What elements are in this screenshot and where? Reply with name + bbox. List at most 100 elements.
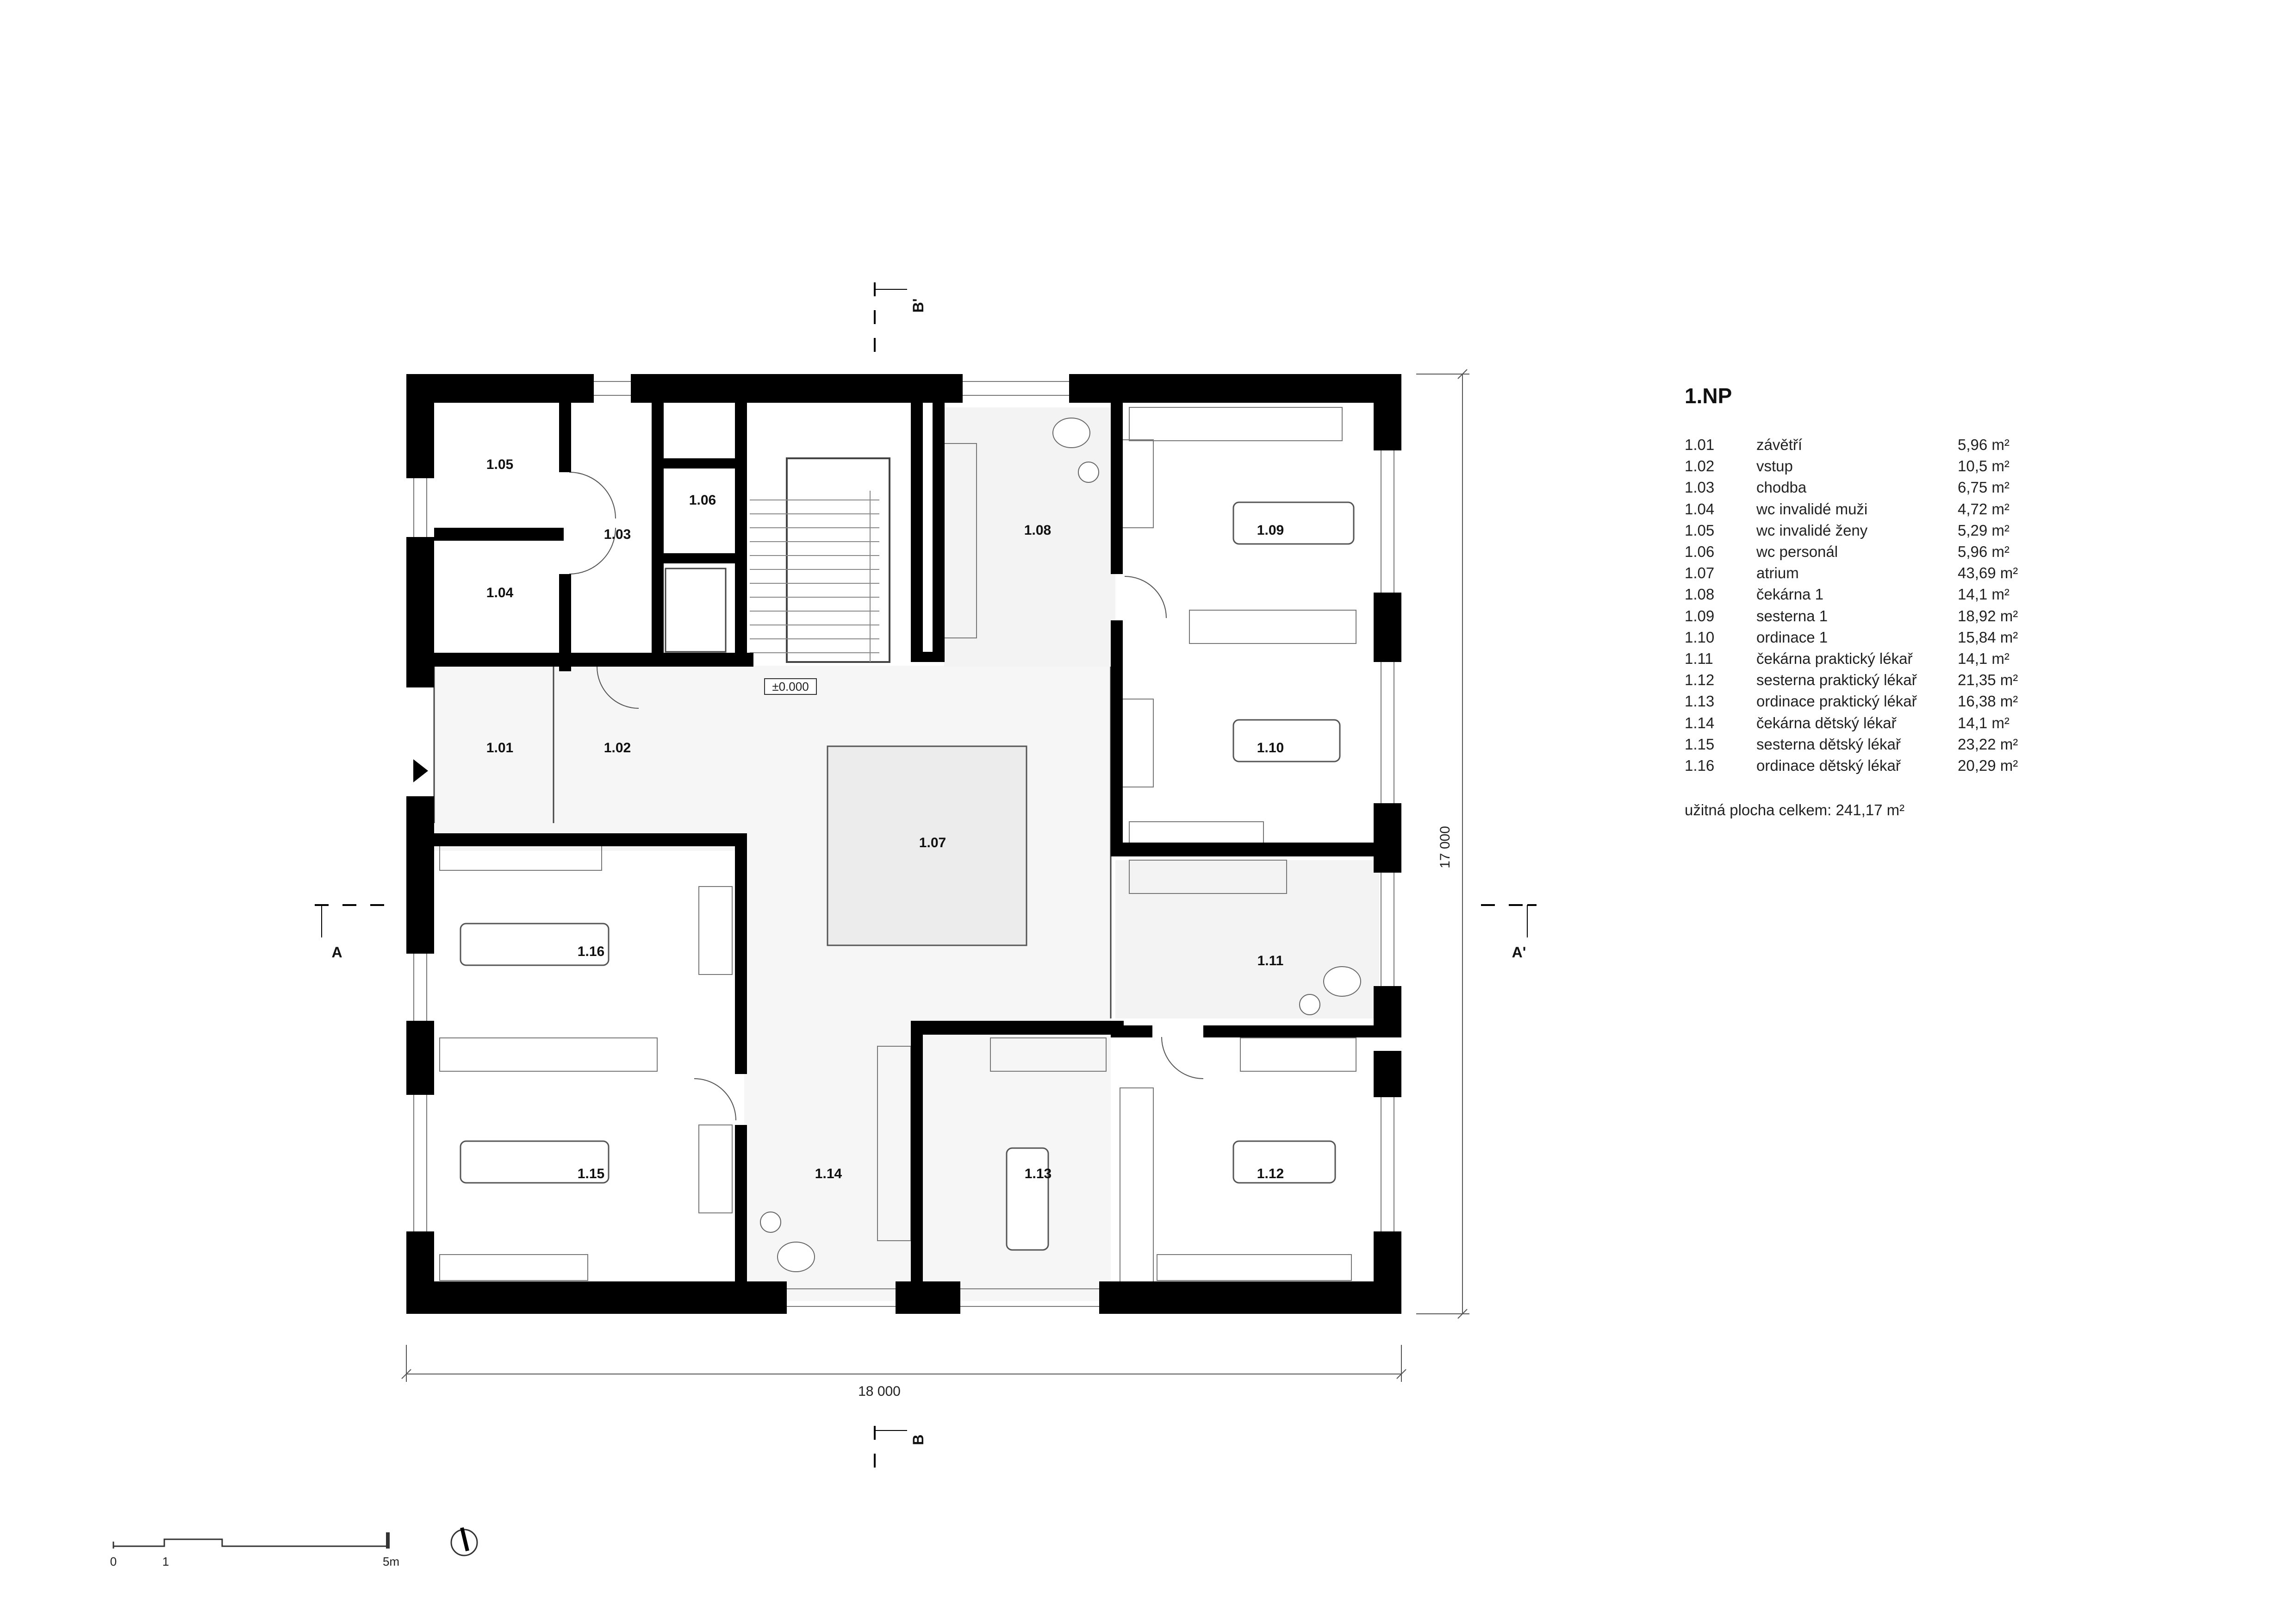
scale-bar	[112, 1532, 390, 1549]
room-area: 4,72 m²	[1958, 500, 2010, 518]
room-name: ordinace 1	[1756, 628, 1828, 646]
room-number: 1.15	[1685, 735, 1715, 753]
room-name: závětří	[1756, 436, 1803, 453]
room-table: 1.01 závětří 5,96 m² 1.02 vstup 10,5 m² 1.03 ch…	[1685, 434, 2018, 776]
legend-title: 1.NP	[1685, 384, 1732, 408]
section-label-b: B	[910, 1434, 927, 1445]
legend-row: 1.06 wc personál 5,96 m²	[1685, 541, 2018, 562]
room-label: 1.01	[486, 740, 513, 756]
room-label: 1.16	[578, 944, 604, 959]
legend-row: 1.10 ordinace 1 15,84 m²	[1685, 627, 2018, 648]
legend-row: 1.05 wc invalidé ženy 5,29 m²	[1685, 520, 2018, 541]
legend-row: 1.03 chodba 6,75 m²	[1685, 477, 2018, 498]
room-name: čekárna praktický lékař	[1756, 650, 1913, 668]
room-name: wc invalidé ženy	[1756, 521, 1868, 539]
room-area: 14,1 m²	[1958, 714, 2010, 731]
room-area: 23,22 m²	[1958, 735, 2018, 753]
legend-row: 1.08 čekárna 1 14,1 m²	[1685, 584, 2018, 605]
section-label-a: A	[331, 944, 342, 961]
room-area: 5,96 m²	[1958, 436, 2010, 453]
room-area: 43,69 m²	[1958, 564, 2018, 582]
legend-row: 1.14 čekárna dětský lékař 14,1 m²	[1685, 712, 2018, 734]
floor-fills	[434, 407, 1379, 1301]
room-label: 1.08	[1024, 523, 1051, 538]
room-name: wc invalidé muži	[1756, 500, 1868, 518]
room-name: čekárna 1	[1756, 586, 1823, 603]
room-name: čekárna dětský lékař	[1756, 714, 1897, 731]
windows	[413, 381, 1394, 1307]
legend-row: 1.07 atrium 43,69 m²	[1685, 562, 2018, 584]
legend-row: 1.01 závětří 5,96 m²	[1685, 434, 2018, 456]
room-number: 1.10	[1685, 628, 1715, 646]
room-number: 1.01	[1685, 436, 1715, 453]
section-label-a2: A'	[1512, 944, 1526, 961]
room-area: 14,1 m²	[1958, 650, 2010, 668]
room-name: sesterna 1	[1756, 607, 1828, 625]
room-area: 20,29 m²	[1958, 757, 2018, 775]
room-label: 1.11	[1257, 953, 1284, 968]
room-number: 1.02	[1685, 457, 1715, 475]
room-number: 1.05	[1685, 521, 1715, 539]
section-label-b2: B'	[910, 299, 927, 313]
dimension-height: 17 000	[1437, 826, 1453, 868]
room-area: 6,75 m²	[1958, 479, 2010, 496]
room-name: chodba	[1756, 479, 1807, 496]
legend-row: 1.12 sesterna praktický lékař 21,35 m²	[1685, 669, 2018, 691]
room-area: 18,92 m²	[1958, 607, 2018, 625]
room-number: 1.03	[1685, 479, 1715, 496]
room-name: atrium	[1756, 564, 1799, 582]
room-number: 1.13	[1685, 693, 1715, 710]
room-label: 1.06	[689, 493, 716, 508]
room-area: 5,29 m²	[1958, 521, 2010, 539]
room-area: 21,35 m²	[1958, 671, 2018, 689]
scale-label-0: 0	[110, 1555, 117, 1568]
room-area: 14,1 m²	[1958, 586, 2010, 603]
dimensions	[401, 369, 1469, 1382]
room-area: 10,5 m²	[1958, 457, 2010, 475]
room-label: 1.14	[815, 1166, 842, 1181]
atrium-void	[827, 745, 1027, 946]
room-area: 16,38 m²	[1958, 693, 2018, 710]
north-arrow-icon	[450, 1527, 478, 1556]
level-mark-box	[764, 678, 817, 695]
scale-label-5: 5m	[383, 1555, 399, 1568]
total-area: užitná plocha celkem: 241,17 m²	[1685, 801, 1905, 819]
room-number: 1.07	[1685, 564, 1715, 582]
room-name: sesterna praktický lékař	[1756, 671, 1917, 689]
room-area: 15,84 m²	[1958, 628, 2018, 646]
room-label: 1.02	[604, 740, 631, 756]
level-mark: ±0.000	[772, 680, 809, 693]
room-labels: 1.01 1.02 1.03 1.04 1.05 1.06 1.07 1.08 …	[486, 457, 1284, 1181]
room-area: 5,96 m²	[1958, 543, 2010, 561]
walls	[406, 374, 1401, 1314]
room-label: 1.07	[919, 835, 946, 850]
room-number: 1.14	[1685, 714, 1715, 731]
dimension-width: 18 000	[858, 1384, 901, 1399]
room-label: 1.04	[486, 585, 514, 600]
room-number: 1.04	[1685, 500, 1715, 518]
entrance-arrow-icon	[413, 759, 428, 782]
legend-row: 1.09 sesterna 1 18,92 m²	[1685, 606, 2018, 627]
room-label: 1.09	[1257, 523, 1284, 538]
room-number: 1.06	[1685, 543, 1715, 561]
room-number: 1.09	[1685, 607, 1715, 625]
legend-row: 1.02 vstup 10,5 m²	[1685, 456, 2018, 477]
room-number: 1.08	[1685, 586, 1715, 603]
room-number: 1.12	[1685, 671, 1715, 689]
room-label: 1.12	[1257, 1166, 1284, 1181]
room-number: 1.11	[1685, 650, 1713, 668]
room-label: 1.15	[578, 1166, 604, 1181]
legend-row: 1.11 čekárna praktický lékař 14,1 m²	[1685, 648, 2018, 669]
room-label: 1.05	[486, 457, 513, 472]
room-name: vstup	[1756, 457, 1793, 475]
legend-row: 1.04 wc invalidé muži 4,72 m²	[1685, 499, 2018, 520]
section-markers	[315, 282, 1537, 1468]
room-label: 1.13	[1025, 1166, 1052, 1181]
scale-label-1: 1	[162, 1555, 169, 1568]
room-name: sesterna dětský lékař	[1756, 735, 1901, 753]
room-name: wc personál	[1756, 543, 1838, 561]
